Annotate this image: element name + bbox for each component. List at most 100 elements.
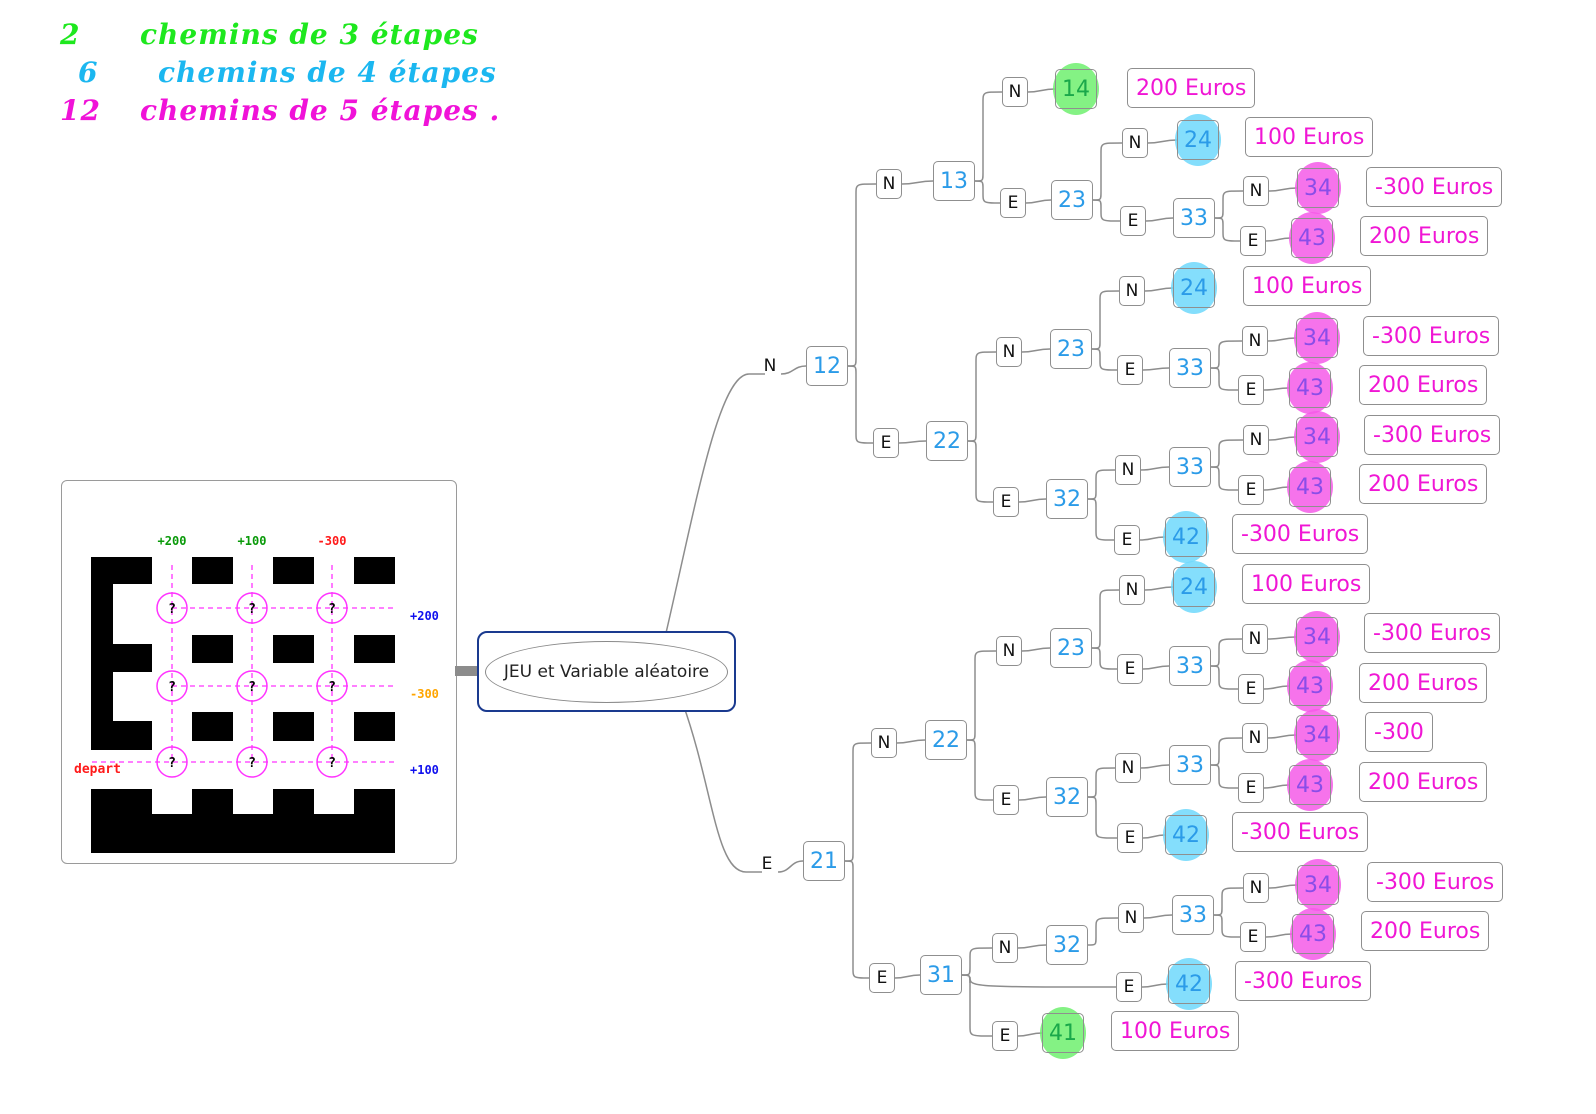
direction-node-north[interactable]: N: [1243, 176, 1269, 206]
cell-node[interactable]: 24: [1173, 567, 1215, 607]
direction-node-east[interactable]: E: [1114, 525, 1140, 555]
cell-node[interactable]: 42: [1168, 964, 1210, 1004]
cell-node[interactable]: 34: [1296, 715, 1338, 755]
direction-node-east[interactable]: E: [1116, 972, 1142, 1002]
direction-node-east[interactable]: E: [1117, 355, 1143, 385]
crossroad-mark: ?: [168, 602, 176, 617]
direction-node-north[interactable]: N: [1242, 723, 1268, 753]
direction-node-east[interactable]: E: [992, 1021, 1018, 1051]
tree-link: [1265, 237, 1292, 242]
direction-node-east[interactable]: E: [1120, 206, 1146, 236]
cell-node[interactable]: 32: [1046, 925, 1088, 965]
direction-node-north[interactable]: N: [1002, 77, 1028, 107]
cell-node[interactable]: 22: [925, 720, 967, 760]
gain-label[interactable]: 200 Euros: [1359, 365, 1488, 405]
gain-label[interactable]: 200 Euros: [1127, 68, 1256, 108]
cell-node[interactable]: 23: [1050, 329, 1092, 369]
direction-node-north[interactable]: N: [996, 337, 1022, 367]
direction-node-east[interactable]: E: [993, 785, 1019, 815]
cell-node[interactable]: 32: [1046, 479, 1088, 519]
cell-node[interactable]: 23: [1051, 180, 1093, 220]
gain-label[interactable]: -300 Euros: [1364, 415, 1501, 455]
cell-node[interactable]: 24: [1177, 120, 1219, 160]
cell-node[interactable]: 33: [1169, 646, 1211, 686]
direction-node-north[interactable]: N: [1242, 624, 1268, 654]
direction-node-north[interactable]: N: [1243, 425, 1269, 455]
root-topic[interactable]: JEU et Variable aléatoire: [477, 631, 736, 712]
direction-node-north[interactable]: N: [871, 728, 897, 758]
direction-node-east[interactable]: E: [761, 854, 773, 874]
direction-node-east[interactable]: E: [1117, 654, 1143, 684]
direction-node-north[interactable]: N: [1115, 753, 1141, 783]
direction-node-east[interactable]: E: [1238, 475, 1264, 505]
cell-node[interactable]: 42: [1165, 815, 1207, 855]
cell-node[interactable]: 32: [1046, 777, 1088, 817]
gain-label[interactable]: 100 Euros: [1243, 266, 1372, 306]
direction-node-north[interactable]: N: [1122, 128, 1148, 158]
cell-node[interactable]: 13: [933, 161, 975, 201]
gain-label[interactable]: -300 Euros: [1363, 316, 1500, 356]
cell-node[interactable]: 33: [1169, 447, 1211, 487]
gain-label[interactable]: 200 Euros: [1359, 762, 1488, 802]
gain-label[interactable]: 200 Euros: [1361, 911, 1490, 951]
gain-label[interactable]: -300 Euros: [1364, 613, 1501, 653]
gain-label[interactable]: -300: [1365, 712, 1433, 752]
cell-node[interactable]: 43: [1289, 765, 1331, 805]
direction-node-east[interactable]: E: [869, 963, 895, 993]
cell-node[interactable]: 23: [1050, 628, 1092, 668]
gain-label[interactable]: -300 Euros: [1367, 862, 1504, 902]
direction-node-east[interactable]: E: [993, 487, 1019, 517]
direction-node-east[interactable]: E: [1238, 375, 1264, 405]
gain-label[interactable]: -300 Euros: [1232, 514, 1369, 554]
direction-node-north[interactable]: N: [1243, 873, 1269, 903]
direction-node-east[interactable]: E: [1238, 773, 1264, 803]
direction-node-north[interactable]: N: [763, 356, 777, 376]
direction-node-north[interactable]: N: [876, 169, 902, 199]
cell-node[interactable]: 43: [1292, 914, 1334, 954]
gain-label[interactable]: -300 Euros: [1235, 961, 1372, 1001]
cell-node[interactable]: 22: [926, 421, 968, 461]
direction-node-north[interactable]: N: [1119, 575, 1145, 605]
direction-node-east[interactable]: E: [1238, 674, 1264, 704]
cell-node[interactable]: 31: [920, 955, 962, 995]
gain-label[interactable]: 100 Euros: [1111, 1011, 1240, 1051]
direction-node-north[interactable]: N: [1118, 903, 1144, 933]
tree-link: [966, 739, 994, 801]
cell-node[interactable]: 34: [1297, 168, 1339, 208]
direction-node-east[interactable]: E: [1240, 226, 1266, 256]
direction-node-east[interactable]: E: [873, 428, 899, 458]
direction-node-north[interactable]: N: [1119, 276, 1145, 306]
direction-node-north[interactable]: N: [1242, 326, 1268, 356]
cell-node[interactable]: 12: [806, 346, 848, 386]
direction-node-east[interactable]: E: [1240, 922, 1266, 952]
cell-node[interactable]: 34: [1296, 617, 1338, 657]
cell-node[interactable]: 33: [1169, 348, 1211, 388]
direction-node-north[interactable]: N: [992, 933, 1018, 963]
cell-node[interactable]: 34: [1296, 318, 1338, 358]
gain-label[interactable]: 200 Euros: [1360, 216, 1489, 256]
cell-node[interactable]: 33: [1169, 745, 1211, 785]
cell-node[interactable]: 34: [1297, 865, 1339, 905]
gain-label[interactable]: 100 Euros: [1242, 564, 1371, 604]
direction-node-east[interactable]: E: [1117, 823, 1143, 853]
cell-node[interactable]: 43: [1291, 218, 1333, 258]
gain-label[interactable]: -300 Euros: [1232, 812, 1369, 852]
direction-node-east[interactable]: E: [1000, 188, 1026, 218]
cell-node[interactable]: 33: [1173, 198, 1215, 238]
direction-node-north[interactable]: N: [996, 636, 1022, 666]
cell-node[interactable]: 33: [1172, 895, 1214, 935]
gain-label[interactable]: -300 Euros: [1366, 167, 1503, 207]
gain-label[interactable]: 200 Euros: [1359, 663, 1488, 703]
cell-node[interactable]: 42: [1165, 517, 1207, 557]
gain-label[interactable]: 200 Euros: [1359, 464, 1488, 504]
cell-node[interactable]: 24: [1173, 268, 1215, 308]
cell-node[interactable]: 41: [1042, 1013, 1084, 1053]
direction-node-north[interactable]: N: [1115, 455, 1141, 485]
cell-node[interactable]: 43: [1289, 368, 1331, 408]
cell-node[interactable]: 43: [1289, 467, 1331, 507]
cell-node[interactable]: 43: [1289, 666, 1331, 706]
cell-node[interactable]: 21: [803, 841, 845, 881]
cell-node[interactable]: 14: [1055, 69, 1097, 109]
cell-node[interactable]: 34: [1296, 417, 1338, 457]
gain-label[interactable]: 100 Euros: [1245, 117, 1374, 157]
